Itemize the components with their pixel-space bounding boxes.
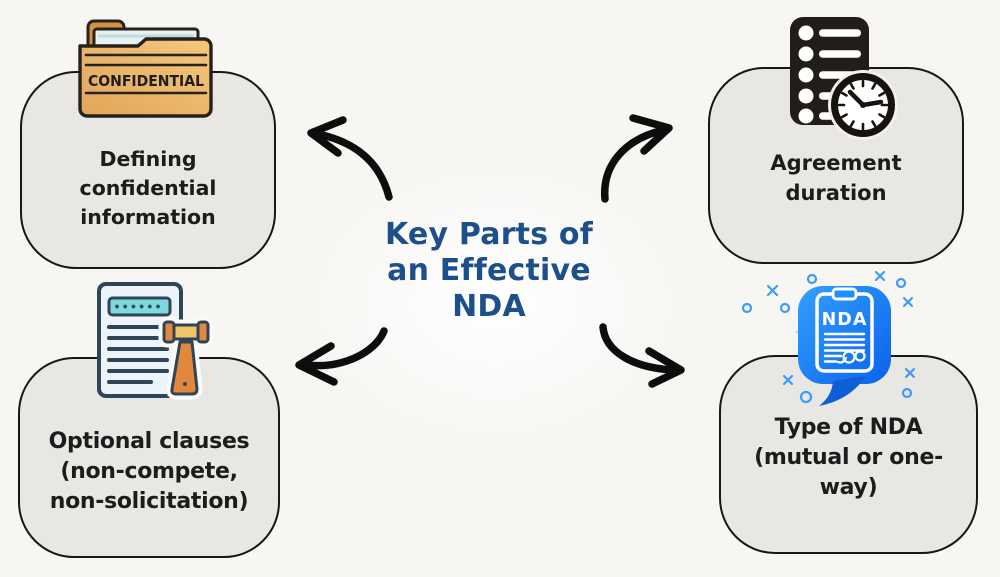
label-line: Optional clauses [48, 429, 250, 454]
label-line: Agreement [770, 151, 902, 175]
box-optional-clauses: Optional clauses (non-compete, non-solic… [18, 357, 280, 558]
box-label: Agreement duration [710, 148, 962, 208]
arrow-to-top-right [601, 114, 673, 203]
label-line: information [80, 205, 216, 229]
box-label: Type of NDA (mutual or one- way) [721, 413, 976, 503]
box-agreement-duration: Agreement duration [708, 67, 964, 264]
label-line: way) [819, 475, 878, 500]
box-type-of-nda: Type of NDA (mutual or one- way) [719, 355, 978, 554]
title-line-2: an Effective [387, 253, 591, 288]
nda-badge-text: NDA [822, 310, 868, 330]
label-line: non-solicitation) [49, 489, 249, 514]
title-line-3: NDA [452, 289, 526, 324]
box-defining-confidential-information: Defining confidential information [20, 71, 276, 269]
arrow-to-bottom-left [295, 327, 388, 386]
box-label: Optional clauses (non-compete, non-solic… [20, 427, 278, 517]
label-line: Defining [99, 147, 197, 171]
label-line: (mutual or one- [754, 445, 943, 470]
title-line-1: Key Parts of [385, 217, 593, 252]
box-label: Defining confidential information [22, 145, 274, 232]
label-line: confidential [79, 176, 217, 200]
label-line: (non-compete, [60, 459, 238, 484]
page-title: Key Parts of an Effective NDA [339, 217, 639, 325]
arrow-to-top-left [307, 116, 393, 201]
label-line: Type of NDA [774, 415, 923, 440]
arrow-to-bottom-right [599, 323, 685, 388]
label-line: duration [785, 181, 887, 205]
